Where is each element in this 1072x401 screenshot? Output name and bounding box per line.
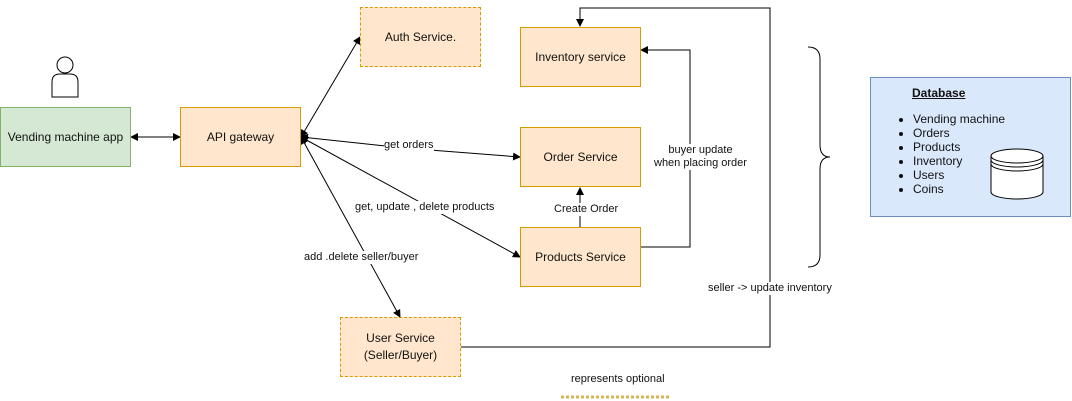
order-service-label: Order Service	[543, 149, 618, 164]
edge-label-buyer-update-line2: when placing order	[654, 157, 747, 169]
products-service-label: Products Service	[535, 249, 626, 264]
inventory-service-label: Inventory service	[535, 49, 626, 64]
edge-gateway-user	[300, 136, 401, 318]
auth-service-label: Auth Service.	[384, 29, 457, 44]
edge-gateway-auth	[300, 36, 361, 138]
vending-machine-app-label: Vending machine app	[7, 129, 124, 144]
edge-label-add-delete-seller-buyer: add .delete seller/buyer	[304, 251, 419, 264]
edge-label-create-order: Create Order	[554, 203, 619, 216]
user-service-node: User Service (Seller/Buyer)	[340, 317, 461, 377]
edge-label-buyer-update-line1: buyer update	[668, 144, 733, 156]
order-service-node: Order Service	[520, 127, 641, 187]
edge-user-inventory	[460, 7, 771, 348]
database-item: Inventory	[913, 154, 1005, 168]
vending-machine-app-node: Vending machine app	[0, 107, 131, 167]
database-node: Database Vending machine Orders Products…	[870, 77, 1071, 217]
database-cylinder-icon	[990, 148, 1044, 200]
database-item: Orders	[913, 126, 1005, 140]
database-item: Users	[913, 168, 1005, 182]
edge-label-buyer-update: buyer update when placing order	[654, 144, 747, 170]
database-item: Vending machine	[913, 112, 1005, 126]
edge-label-get-update-delete-products: get, update , delete products	[355, 201, 495, 214]
user-service-label: User Service	[366, 331, 435, 345]
inventory-service-node: Inventory service	[520, 27, 641, 87]
products-service-node: Products Service	[520, 227, 641, 287]
edge-label-get-orders: get orders	[384, 139, 434, 152]
database-title: Database	[912, 86, 966, 100]
database-item-list: Vending machine Orders Products Inventor…	[895, 112, 1005, 196]
right-curly-brace	[807, 46, 831, 268]
edge-label-seller-update-inventory: seller -> update inventory	[708, 282, 832, 295]
api-gateway-label: API gateway	[206, 129, 275, 144]
user-service-sublabel: (Seller/Buyer)	[363, 348, 438, 362]
legend-optional-label: represents optional	[571, 373, 665, 386]
api-gateway-node: API gateway	[180, 107, 301, 167]
database-item: Products	[913, 140, 1005, 154]
person-icon	[51, 56, 79, 98]
database-item: Coins	[913, 182, 1005, 196]
auth-service-node: Auth Service.	[360, 7, 481, 67]
